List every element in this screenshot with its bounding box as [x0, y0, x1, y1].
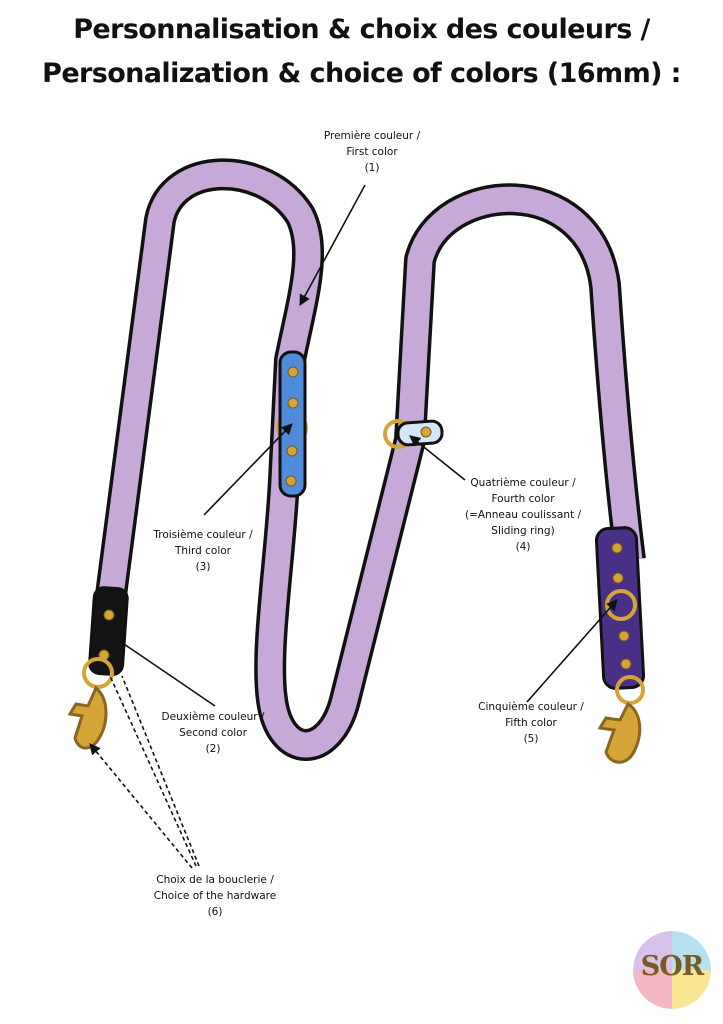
page-title-french: Personnalisation & choix des couleurs /	[73, 14, 650, 45]
label-hardware-fr: Choix de la bouclerie /	[156, 874, 274, 886]
label-third-fr: Troisième couleur /	[153, 529, 253, 541]
leash-strap	[95, 158, 646, 761]
label-first-color: Première couleur / First color (1)	[297, 128, 447, 176]
label-third-num: (3)	[195, 561, 211, 573]
label-fourth-en: Fourth color	[491, 493, 555, 505]
second-color-end	[67, 586, 129, 750]
fourth-color-sliding-ring	[383, 419, 444, 449]
label-second-color: Deuxième couleur / Second color (2)	[138, 709, 288, 757]
first-color-strap	[98, 161, 643, 758]
arrow-hardware-left	[89, 743, 193, 869]
line-second	[120, 641, 216, 707]
brand-logo: SOR	[633, 931, 711, 1009]
dashed-hardware-1	[109, 675, 197, 867]
logo-background	[633, 931, 711, 1009]
label-first-en: First color	[346, 146, 398, 158]
label-third-color: Troisième couleur / Third color (3)	[128, 527, 278, 575]
logo-text: SOR	[640, 951, 704, 982]
rivet	[611, 542, 623, 554]
pointer-arrows	[89, 184, 618, 869]
rivet	[620, 658, 632, 670]
label-first-num: (1)	[364, 162, 380, 174]
label-hardware: Choix de la bouclerie / Choice of the ha…	[135, 872, 295, 920]
label-fifth-en: Fifth color	[505, 717, 557, 729]
label-hardware-num: (6)	[207, 906, 223, 918]
label-second-en: Second color	[179, 727, 247, 739]
label-fourth-color: Quatrième couleur / Fourth color (=Annea…	[448, 475, 598, 555]
rivet	[618, 630, 630, 642]
label-fifth-color: Cinquième couleur / Fifth color (5)	[456, 699, 606, 747]
rivet	[103, 609, 115, 621]
label-fourth-sub2: Sliding ring)	[491, 525, 555, 537]
fifth-color-end	[594, 526, 646, 764]
arrow-fifth	[526, 599, 618, 703]
arrow-third	[203, 423, 293, 516]
snap-hook-right	[597, 701, 642, 764]
label-fourth-num: (4)	[515, 541, 531, 553]
arrow-fourth	[409, 435, 466, 481]
rivet	[286, 445, 298, 457]
label-fifth-num: (5)	[523, 733, 539, 745]
page-title-english: Personalization & choice of colors (16mm…	[42, 58, 681, 89]
snap-hook-ring	[615, 675, 645, 705]
snap-hook-ring	[82, 657, 114, 689]
arrow-first	[299, 184, 366, 306]
rivet	[420, 426, 432, 438]
rivet	[285, 475, 297, 487]
label-second-num: (2)	[205, 743, 221, 755]
label-fourth-sub1: (=Anneau coulissant /	[465, 509, 581, 521]
label-third-en: Third color	[175, 545, 231, 557]
label-second-fr: Deuxième couleur /	[161, 711, 265, 723]
label-fourth-fr: Quatrième couleur /	[470, 477, 576, 489]
snap-hook-left	[67, 685, 108, 750]
label-fifth-fr: Cinquième couleur /	[478, 701, 584, 713]
rivet	[287, 397, 299, 409]
rivet	[612, 572, 624, 584]
label-first-fr: Première couleur /	[323, 130, 421, 142]
dashed-hardware-2	[121, 675, 200, 867]
rivet	[287, 366, 299, 378]
label-hardware-en: Choice of the hardware	[153, 890, 277, 902]
